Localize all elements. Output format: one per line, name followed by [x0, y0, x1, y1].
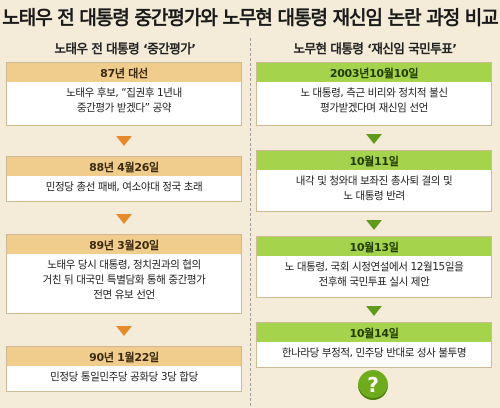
event-date: 2003년10월10일 — [257, 63, 491, 82]
left-event-1: 87년 대선 노태우 후보, “집권후 1년내 중간평가 받겠다” 공약 — [6, 62, 242, 126]
event-date: 89년 3월20일 — [7, 235, 241, 254]
event-description: 노태우 당시 대통령, 정치권과의 협의 거친 뒤 대국민 특별담화 통해 중간… — [42, 259, 206, 301]
event-date: 10월13일 — [257, 237, 491, 256]
right-event-1: 2003년10월10일 노 대통령, 측근 비리와 정치적 불신 평가받겠다며 … — [256, 62, 492, 126]
left-event-4: 90년 1월22일 민정당 통일민주당 공화당 3당 합당 — [6, 346, 242, 392]
left-event-2: 88년 4월26일 민정당 총선 패배, 여소야대 정국 초래 — [6, 156, 242, 202]
event-date: 87년 대선 — [7, 63, 241, 82]
event-date: 90년 1월22일 — [7, 347, 241, 366]
right-column: 노무현 대통령 ‘재신임 국민투표’ 2003년10월10일 노 대통령, 측근… — [256, 36, 494, 400]
right-event-3: 10월13일 노 대통령, 국회 시정연설에서 12월15일을 전후해 국민투표… — [256, 236, 492, 298]
event-description: 노 대통령, 국회 시정연설에서 12월15일을 전후해 국민투표 실시 제안 — [284, 261, 464, 288]
left-column-heading: 노태우 전 대통령 ‘중간평가’ — [54, 40, 196, 56]
left-column: 노태우 전 대통령 ‘중간평가’ 87년 대선 노태우 후보, “집권후 1년내… — [6, 36, 244, 392]
left-event-3: 89년 3월20일 노태우 당시 대통령, 정치권과의 협의 거친 뒤 대국민 … — [6, 234, 242, 314]
event-date: 10월14일 — [257, 323, 491, 342]
down-arrow-icon — [366, 306, 382, 316]
diagram-title: 노태우 전 대통령 중간평가와 노무현 대통령 재신임 논란 과정 비교 — [2, 6, 499, 29]
event-description: 민정당 총선 패배, 여소야대 정국 초래 — [45, 181, 203, 193]
right-event-2: 10월11일 내각 및 청와대 보좌진 총사퇴 결의 및 노 대통령 반려 — [256, 150, 492, 212]
column-divider — [250, 38, 251, 406]
right-column-heading: 노무현 대통령 ‘재신임 국민투표’ — [293, 40, 457, 56]
down-arrow-icon — [366, 134, 382, 144]
event-date: 88년 4월26일 — [7, 157, 241, 176]
down-arrow-icon — [366, 220, 382, 230]
event-description: 내각 및 청와대 보좌진 총사퇴 결의 및 노 대통령 반려 — [295, 175, 453, 202]
event-description: 민정당 통일민주당 공화당 3당 합당 — [50, 371, 198, 383]
down-arrow-icon — [116, 214, 132, 224]
down-arrow-icon — [116, 136, 132, 146]
right-event-4: 10월14일 한나라당 부정적, 민주당 반대로 성사 불투명 — [256, 322, 492, 368]
event-date: 10월11일 — [257, 151, 491, 170]
down-arrow-icon — [116, 326, 132, 336]
event-description: 노태우 후보, “집권후 1년내 중간평가 받겠다” 공약 — [66, 87, 182, 114]
event-description: 한나라당 부정적, 민주당 반대로 성사 불투명 — [281, 347, 467, 359]
event-description: 노 대통령, 측근 비리와 정치적 불신 평가받겠다며 재신임 선언 — [300, 87, 448, 114]
question-mark-icon: ? — [358, 370, 388, 400]
